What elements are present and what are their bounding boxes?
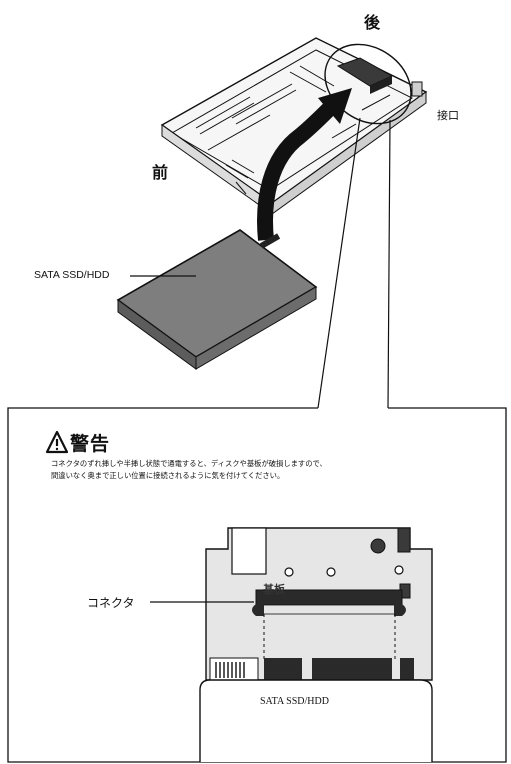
enclosure-tray: [160, 37, 428, 215]
detail-board: [205, 527, 433, 681]
rear-label: 後: [364, 13, 381, 32]
insertion-arrowhead: [318, 88, 352, 124]
warning-icon: [45, 430, 69, 454]
board-label: 基板: [263, 583, 285, 596]
drive-label: SATA SSD/HDD: [34, 269, 110, 281]
callout-line-left: [317, 117, 361, 409]
warning-title: 警告: [70, 433, 111, 455]
warning-text-line-1: コネクタのずれ挿しや半挿し状態で通電すると、ディスクや基板が破損しますので、: [51, 459, 327, 468]
front-label: 前: [152, 163, 169, 182]
callout-line-right: [387, 119, 391, 409]
detail-connector: [252, 589, 406, 616]
tray-connector: [336, 57, 394, 94]
connector-label: コネクタ: [87, 596, 135, 610]
insertion-arrow: [257, 102, 336, 241]
callout-ellipse: [324, 43, 412, 125]
drive: [116, 229, 318, 370]
detail-drive-label: SATA SSD/HDD: [260, 696, 329, 707]
detail-drive: [199, 679, 433, 762]
port-label: 接口: [437, 109, 459, 122]
warning-text-line-2: 間違いなく奥まで正しい位置に接続されるように気を付けてください。: [51, 471, 285, 480]
